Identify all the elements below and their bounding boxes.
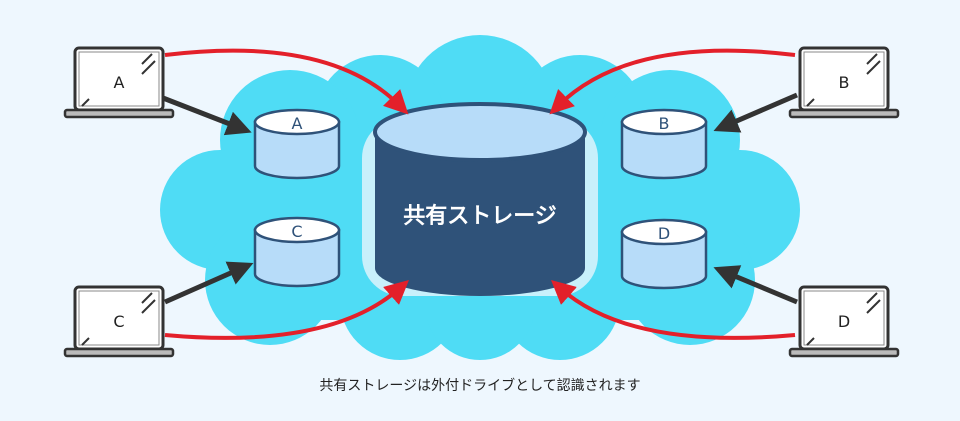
laptop-b: B (788, 46, 900, 119)
laptop-label: C (113, 312, 124, 331)
black-arrow-a (162, 95, 252, 136)
laptop-a: A (63, 46, 175, 119)
black-arrow-d (713, 265, 798, 305)
local-disk-a: A (253, 108, 341, 180)
local-disk-d: D (620, 218, 708, 290)
red-arrow-a (164, 48, 409, 115)
laptop-label: A (114, 73, 125, 92)
local-disk-c: C (253, 216, 341, 288)
black-arrow-b (713, 92, 798, 133)
red-arrow-b (549, 48, 796, 115)
laptop-d: D (788, 285, 900, 358)
laptop-label: D (838, 312, 850, 331)
caption: 共有ストレージは外付ドライブとして認識されます (319, 378, 641, 394)
local-disk-label: D (658, 224, 670, 243)
local-disk-b: B (620, 108, 708, 180)
laptop-c: C (63, 285, 175, 358)
local-disk-label: B (659, 114, 670, 133)
red-arrow-d (551, 280, 796, 340)
red-arrows (164, 48, 796, 340)
laptop-label: B (839, 73, 850, 92)
black-arrow-c (163, 261, 254, 305)
red-arrow-c (164, 280, 409, 340)
shared-storage-label: 共有ストレージ (403, 203, 557, 229)
local-disk-label: C (291, 222, 302, 241)
shared-storage-cylinder: 共有ストレージ (362, 102, 598, 296)
black-arrows (162, 92, 798, 305)
local-disk-label: A (292, 114, 303, 133)
